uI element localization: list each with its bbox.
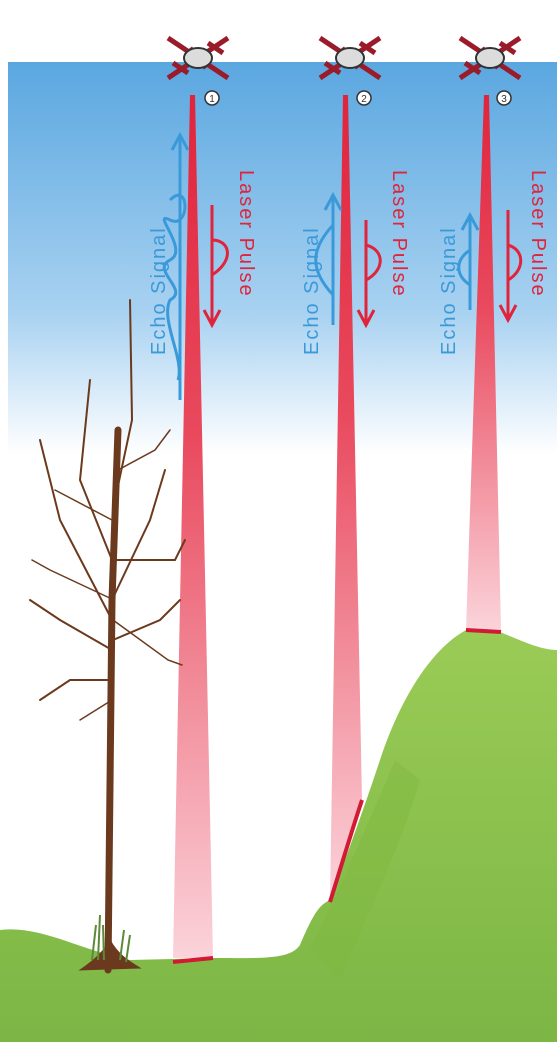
- echo-signal-label-3: Echo Signal: [438, 226, 460, 355]
- laser-pulse-label-1: Laser Pulse: [235, 170, 257, 298]
- aircraft-number: 3: [501, 94, 507, 105]
- laser-pulse-label-3: Laser Pulse: [527, 170, 549, 298]
- echo-signal-label-2: Echo Signal: [301, 226, 323, 355]
- aircraft-number: 1: [209, 94, 215, 105]
- echo-signal-label-1: Echo Signal: [148, 226, 170, 355]
- footprint-3: [466, 630, 501, 632]
- laser-pulse-label-2: Laser Pulse: [388, 170, 410, 298]
- aircraft-number: 2: [361, 94, 367, 105]
- ground: [0, 630, 557, 1042]
